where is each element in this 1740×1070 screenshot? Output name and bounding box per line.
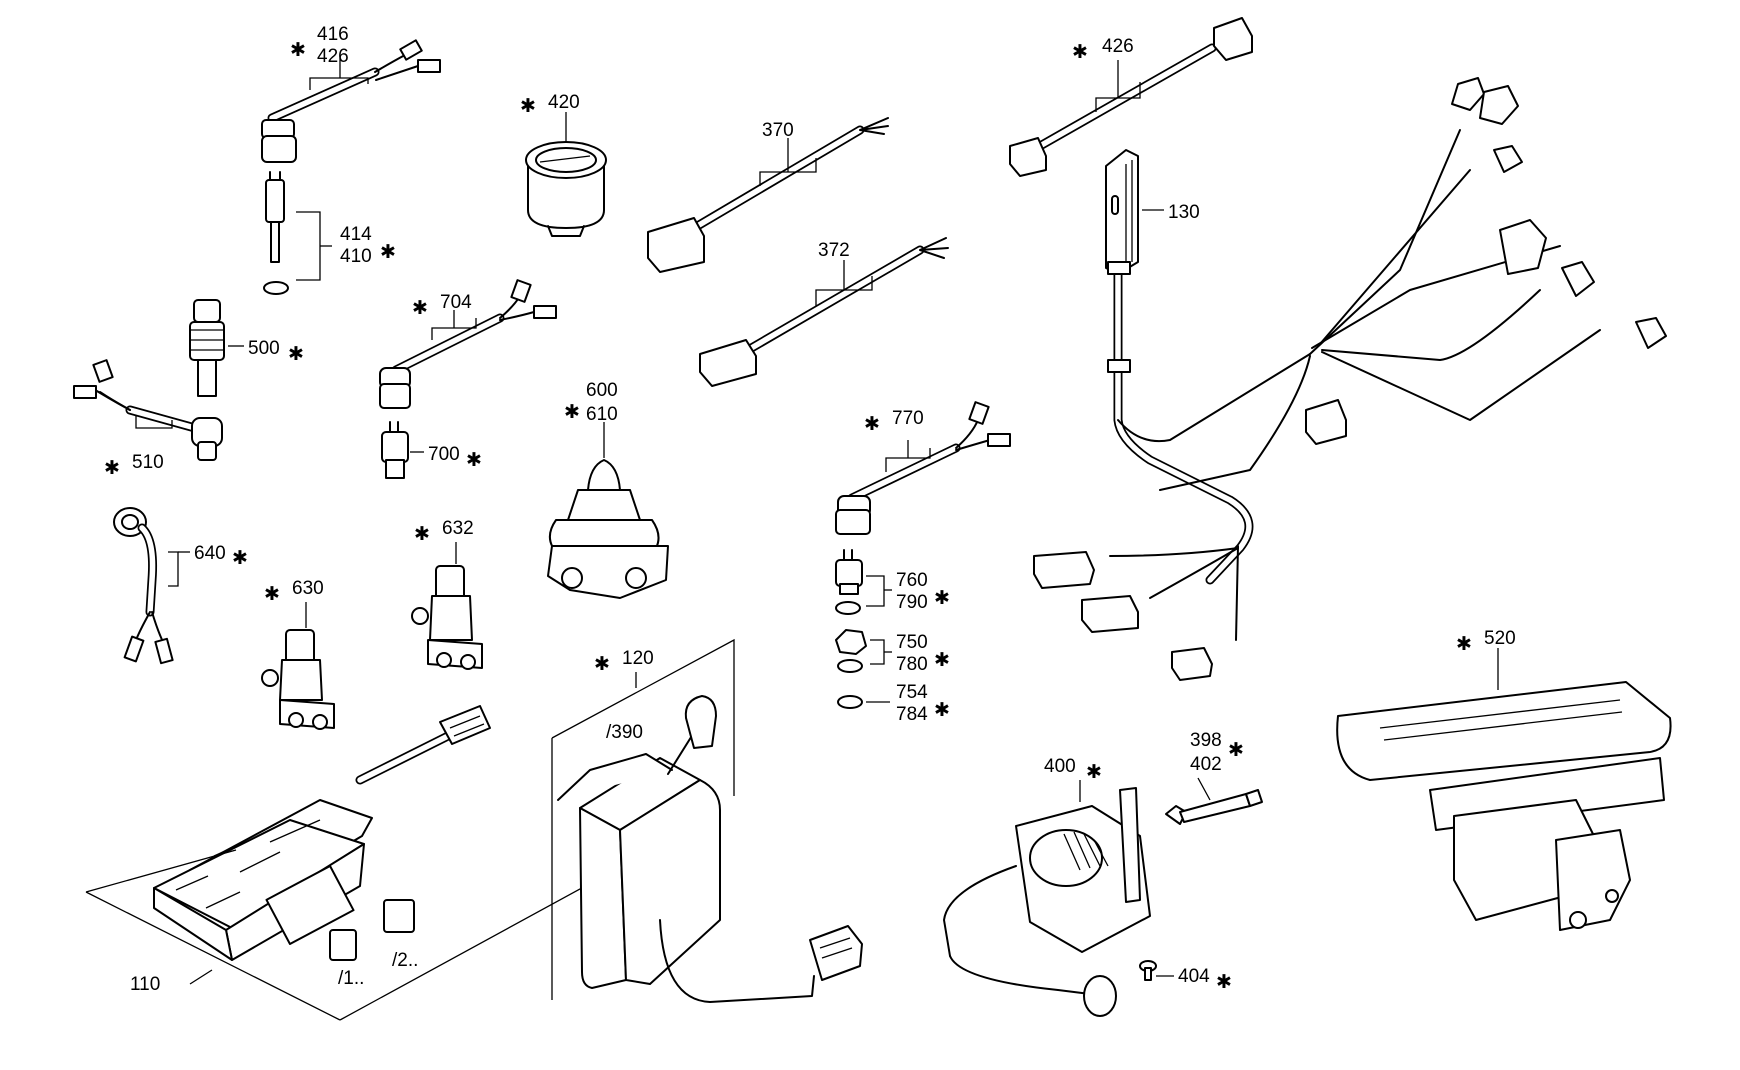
part-label-704: 704	[440, 292, 472, 313]
part-label-400: 400	[1044, 756, 1076, 777]
part-label-750: 750	[896, 632, 928, 653]
sensor-cable-416	[261, 39, 441, 163]
valve-600	[547, 422, 669, 599]
part-label-610: 610	[586, 404, 618, 425]
part-label-754: 754	[896, 682, 928, 703]
part-label-510: 510	[132, 452, 164, 473]
part-label-130: 130	[1168, 202, 1200, 223]
pedal-520	[1336, 648, 1672, 931]
star-marker: ✱	[1086, 762, 1102, 783]
shift-lever-120	[551, 638, 863, 1003]
star-marker: ✱	[934, 700, 950, 721]
star-marker: ✱	[520, 96, 536, 117]
part-label-520: 520	[1484, 628, 1516, 649]
solenoid-632	[411, 542, 483, 670]
star-marker: ✱	[1456, 634, 1472, 655]
star-marker: ✱	[1228, 740, 1244, 761]
part-label-790: 790	[896, 592, 928, 613]
star-marker: ✱	[290, 40, 306, 61]
star-marker: ✱	[594, 654, 610, 675]
control-unit-110	[85, 705, 711, 1021]
star-marker: ✱	[264, 584, 280, 605]
part-label-640: 640	[194, 543, 226, 564]
bolt-398	[1165, 777, 1263, 825]
part-label-110: 110	[130, 974, 160, 995]
star-marker: ✱	[1216, 972, 1232, 993]
part-label-420: 420	[548, 92, 580, 113]
part-label-370: 370	[762, 120, 794, 141]
part-label-700: 700	[428, 444, 460, 465]
sensor-640	[113, 507, 190, 665]
washer-754	[837, 695, 890, 709]
gauge-420	[525, 112, 607, 237]
part-label-426: 426	[1102, 36, 1134, 57]
part-label-416: 416	[317, 24, 349, 45]
nut-750	[835, 629, 892, 673]
part-label-632: 632	[442, 518, 474, 539]
star-marker: ✱	[288, 344, 304, 365]
part-label-770: 770	[892, 408, 924, 429]
part-label-398: 398	[1190, 730, 1222, 751]
part-label-120: 120	[622, 648, 654, 669]
switch-700	[381, 421, 424, 479]
sensor-704	[379, 279, 557, 409]
star-marker: ✱	[104, 458, 120, 479]
part-label-426: 426	[317, 46, 349, 67]
cable-426	[1009, 17, 1253, 177]
part-label-390: /390	[606, 722, 643, 743]
cable-370	[647, 117, 889, 273]
sensor-cable-510	[73, 359, 223, 461]
subpart-label-1: /1..	[338, 968, 364, 989]
part-label-414: 414	[340, 224, 372, 245]
screw-404	[1139, 960, 1174, 981]
star-marker: ✱	[466, 450, 482, 471]
actuator-400	[943, 780, 1151, 1017]
part-label-500: 500	[248, 338, 280, 359]
star-marker: ✱	[380, 242, 396, 263]
sensor-770	[835, 401, 1011, 535]
sensor-414	[263, 171, 332, 295]
part-label-372: 372	[818, 240, 850, 261]
part-label-630: 630	[292, 578, 324, 599]
part-label-784: 784	[896, 704, 928, 725]
subpart-label-2: /2..	[392, 950, 418, 971]
part-label-402: 402	[1190, 754, 1222, 775]
switch-500	[189, 299, 244, 397]
star-marker: ✱	[934, 650, 950, 671]
switch-760	[835, 549, 892, 615]
star-marker: ✱	[414, 524, 430, 545]
part-label-404: 404	[1178, 966, 1210, 987]
star-marker: ✱	[232, 548, 248, 569]
star-marker: ✱	[1072, 42, 1088, 63]
cable-372	[699, 237, 949, 387]
solenoid-630	[261, 602, 335, 730]
main-harness-130	[1033, 77, 1667, 681]
part-label-780: 780	[896, 654, 928, 675]
star-marker: ✱	[934, 588, 950, 609]
star-marker: ✱	[412, 298, 428, 319]
part-label-600: 600	[586, 380, 618, 401]
star-marker: ✱	[864, 414, 880, 435]
star-marker: ✱	[564, 402, 580, 423]
part-label-410: 410	[340, 246, 372, 267]
part-label-760: 760	[896, 570, 928, 591]
